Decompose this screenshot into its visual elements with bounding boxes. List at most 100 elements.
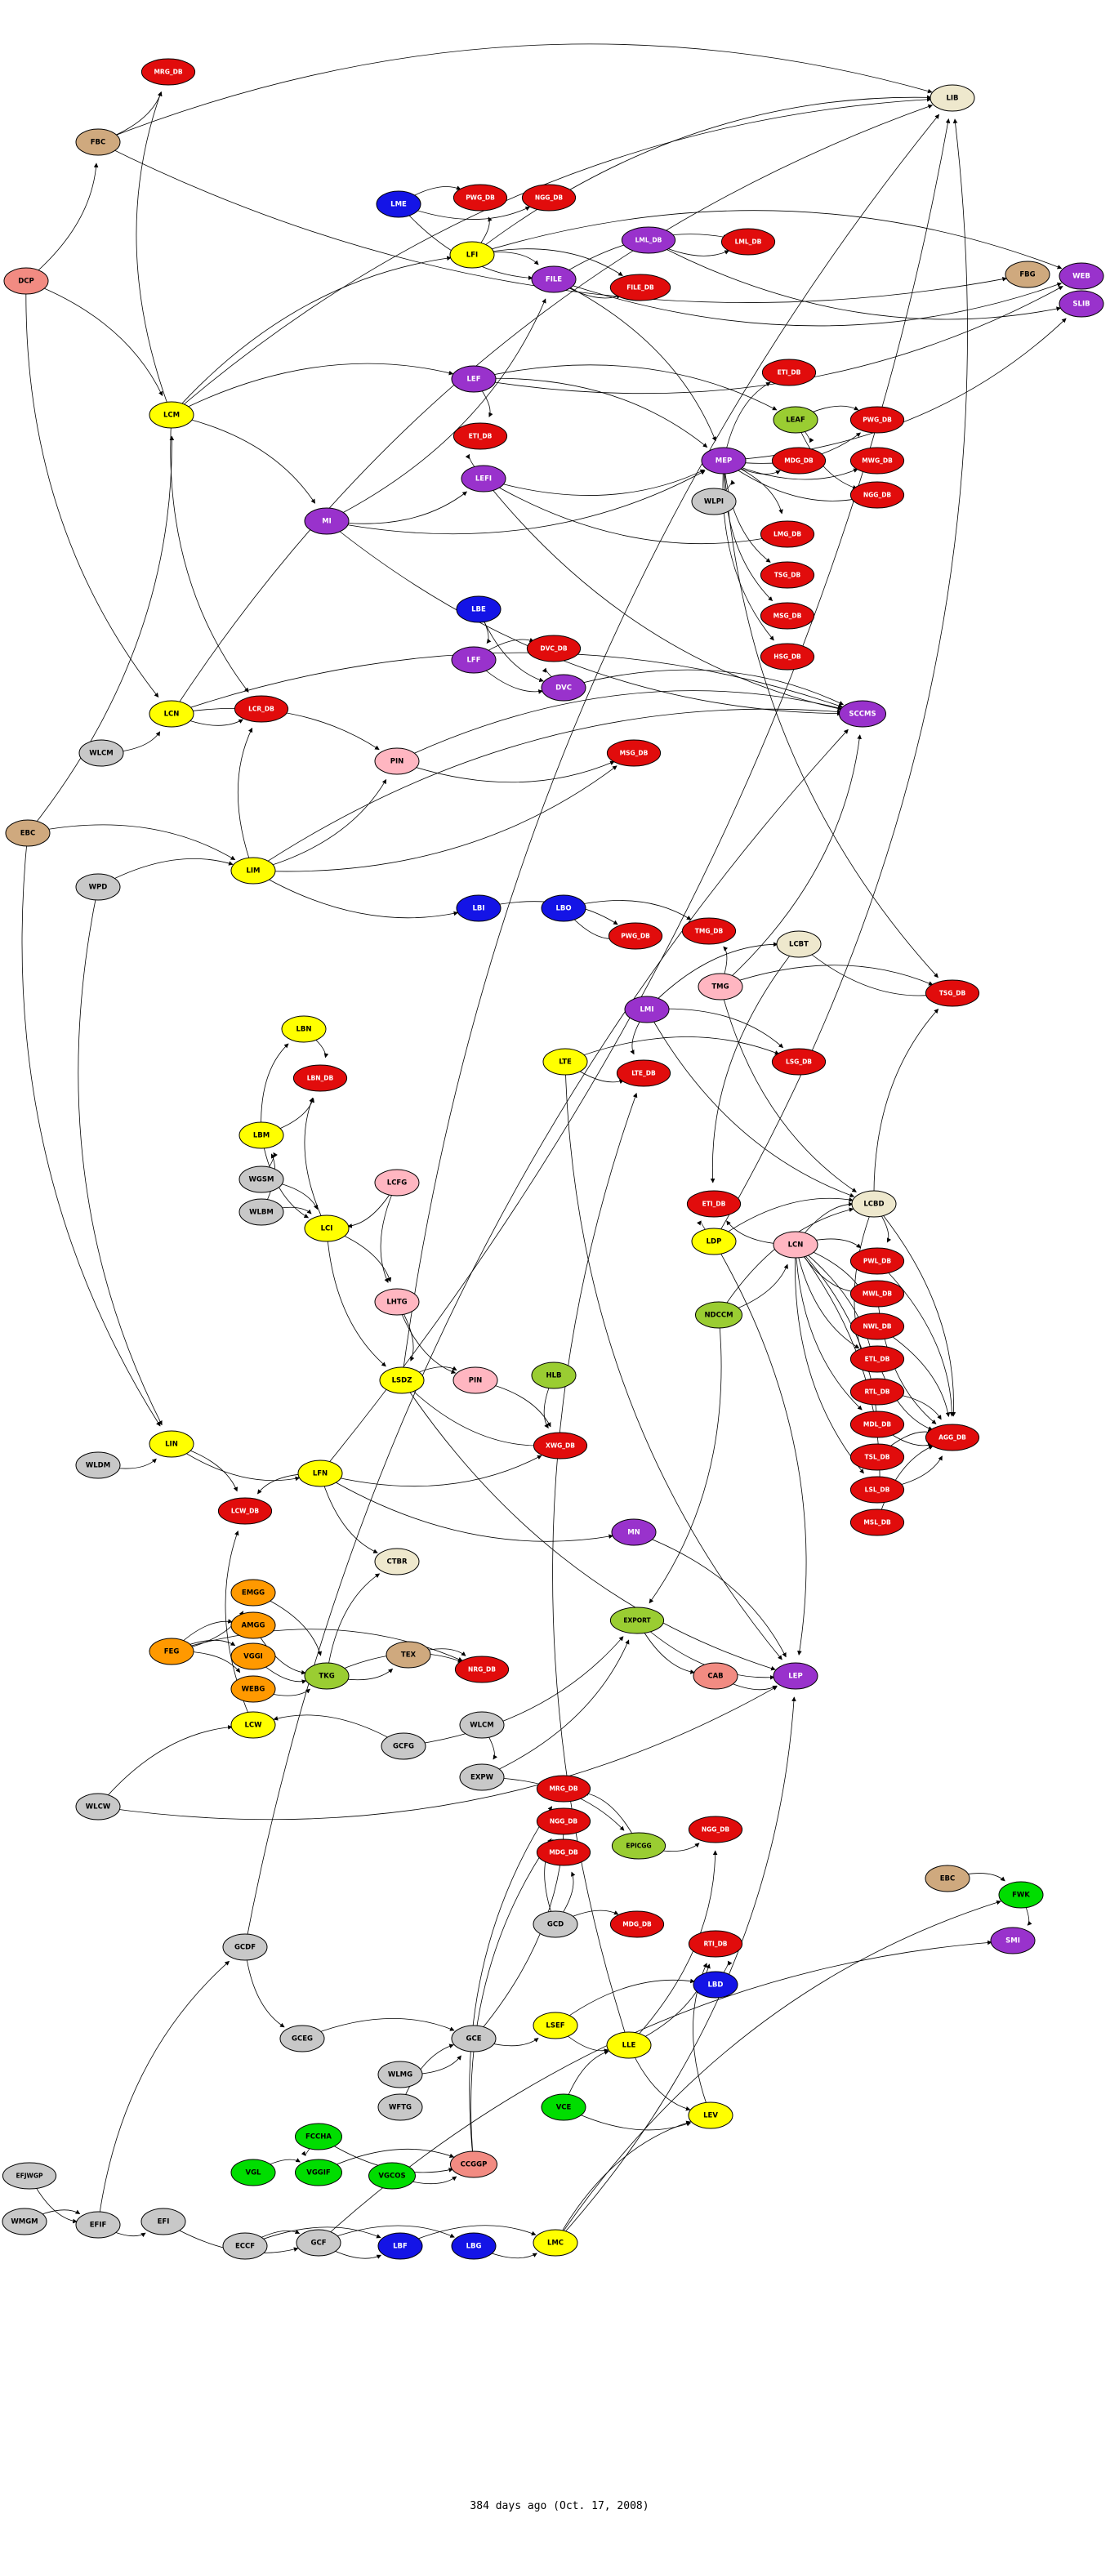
graph-node-tsg1: TSG_DB	[760, 561, 815, 589]
graph-node-epicgg: EPICGG	[611, 1832, 666, 1860]
graph-node-ldp: LDP	[691, 1228, 737, 1255]
node-ellipse-gce	[451, 2025, 497, 2052]
graph-node-wlcw: WLCW	[75, 1793, 121, 1821]
node-ellipse-lbd	[693, 1971, 738, 1999]
edge-ldp-lib	[713, 118, 968, 1242]
edge-lin-lfn	[171, 1443, 301, 1482]
edge-gceg-gce	[301, 2018, 455, 2039]
graph-node-lbo: LBO	[541, 894, 586, 922]
node-ellipse-tsg1	[760, 561, 815, 589]
edge-lefi-lmg	[483, 478, 767, 545]
edge-pin1-msg2	[396, 760, 615, 783]
node-ellipse-gcf	[296, 2229, 341, 2257]
graph-node-ccggp: CCGGP	[450, 2150, 497, 2178]
edge-file-web	[553, 279, 1063, 327]
graph-node-c5: RTL_DB	[849, 1378, 905, 1406]
node-ellipse-lcfg	[374, 1169, 420, 1197]
graph-node-c2: MWL_DB	[849, 1280, 905, 1308]
graph-node-wlpi: WLPI	[691, 488, 737, 515]
node-ellipse-eti3	[686, 1190, 742, 1218]
graph-node-ngg3: NGG_DB	[536, 1807, 591, 1835]
node-ellipse-emgg	[230, 1579, 276, 1607]
graph-node-c1: PWL_DB	[849, 1247, 905, 1275]
node-ellipse-rtidb	[688, 1930, 743, 1958]
edge-ebc-lin	[21, 832, 161, 1427]
graph-node-lbn: LBN	[281, 1015, 327, 1043]
graph-node-lbi: LBI	[456, 894, 502, 922]
node-ellipse-gceg	[279, 2025, 325, 2052]
node-ellipse-fbg	[1005, 261, 1050, 288]
graph-node-lbd: LBD	[693, 1971, 738, 1999]
graph-node-vggi: VGGI	[230, 1642, 276, 1670]
graph-node-ngg4: NGG_DB	[688, 1816, 743, 1843]
edge-wpd-lin	[78, 886, 163, 1426]
graph-node-gcf: GCF	[296, 2229, 341, 2257]
node-ellipse-fccha	[295, 2123, 342, 2150]
node-ellipse-wftg	[377, 2093, 423, 2121]
node-ellipse-nrg	[454, 1656, 510, 1683]
node-ellipse-eccf	[222, 2232, 268, 2260]
graph-node-lmg: LMG_DB	[760, 520, 815, 548]
edge-lci-lsdz	[326, 1228, 386, 1367]
node-ellipse-tkg	[304, 1662, 350, 1690]
graph-node-lsdz: LSDZ	[379, 1366, 425, 1394]
edge-mn-lep	[633, 1531, 787, 1658]
graph-node-mep: MEP	[701, 447, 747, 475]
graph-node-pwg3: PWG_DB	[608, 922, 663, 950]
node-ellipse-slib	[1059, 290, 1104, 318]
node-ellipse-wlbm	[239, 1198, 284, 1226]
node-ellipse-lbm	[239, 1121, 284, 1149]
edge-lim-lcrdb	[237, 727, 254, 871]
node-ellipse-lep	[773, 1662, 818, 1690]
graph-node-lcwdb: LCW_DB	[217, 1497, 273, 1525]
node-ellipse-lin	[149, 1430, 194, 1458]
graph-node-agg: AGG_DB	[925, 1424, 980, 1451]
graph-node-lib: LIB	[930, 84, 975, 112]
node-ellipse-lci	[304, 1214, 350, 1242]
graph-node-eti2: ETI_DB	[761, 359, 817, 386]
node-ellipse-lmi	[624, 996, 670, 1023]
edge-pin1-sccms	[396, 690, 843, 762]
graph-node-dcp: DCP	[3, 267, 49, 295]
node-ellipse-lcn	[149, 700, 194, 728]
node-ellipse-c8	[849, 1476, 905, 1504]
node-ellipse-pwg3	[608, 922, 663, 950]
node-ellipse-lcw	[230, 1711, 276, 1739]
edge-lmi-lcbd	[646, 1009, 855, 1198]
node-ellipse-ngg4	[688, 1816, 743, 1843]
edge-lcm-mrg1	[136, 91, 172, 416]
node-ellipse-c5	[849, 1378, 905, 1406]
graph-node-lci: LCI	[304, 1214, 350, 1242]
node-ellipse-pwg1	[453, 184, 508, 212]
node-ellipse-c9	[849, 1509, 905, 1536]
node-ellipse-sccms	[839, 700, 886, 728]
node-ellipse-wlmg	[377, 2061, 423, 2088]
graph-node-lmlp: LML_DB	[621, 226, 676, 254]
graph-node-lff: LFF	[451, 646, 497, 674]
node-ellipse-lcbd	[851, 1190, 897, 1218]
graph-node-ebc2: EBC	[925, 1865, 970, 1892]
node-ellipse-ctbr	[374, 1548, 420, 1575]
node-ellipse-c4	[849, 1345, 905, 1373]
node-ellipse-lsg	[771, 1048, 827, 1076]
graph-node-mn: MN	[611, 1518, 657, 1546]
graph-node-c4: ETL_DB	[849, 1345, 905, 1373]
graph-node-nrg: NRG_DB	[454, 1656, 510, 1683]
edge-lcn2-c8	[795, 1244, 864, 1474]
edge-lle-ltedb	[552, 1092, 638, 2046]
graph-node-lcrdb: LCR_DB	[234, 695, 289, 723]
graph-node-mdg2: MDG_DB	[536, 1838, 591, 1866]
edge-ebc-lcm	[27, 435, 175, 834]
node-ellipse-mdg1	[771, 447, 827, 475]
edge-lcn2-c4	[795, 1244, 860, 1349]
edge-lcm-lcrdb	[170, 414, 249, 693]
edge-mi-file	[326, 298, 546, 522]
graph-node-eti1: ETI_DB	[453, 422, 508, 450]
node-ellipse-mdg2	[536, 1838, 591, 1866]
node-ellipse-ngg1	[521, 184, 577, 212]
node-ellipse-lbn	[281, 1015, 327, 1043]
graph-node-lcm: LCM	[149, 401, 194, 429]
node-ellipse-ndccm	[695, 1301, 742, 1329]
node-ellipse-lbi	[456, 894, 502, 922]
node-ellipse-tmg	[698, 973, 743, 1001]
